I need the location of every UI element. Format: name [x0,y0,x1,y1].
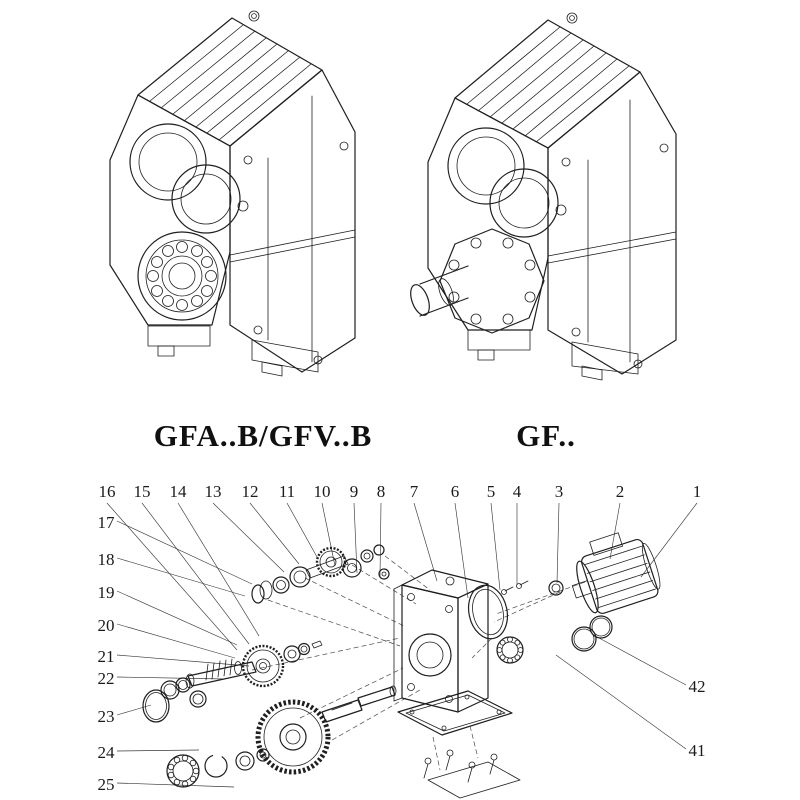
output-cluster [166,685,397,788]
part-number: 11 [279,482,295,501]
part-number: 12 [242,482,259,501]
part-number: 8 [377,482,386,501]
leader-lines-right [555,637,687,750]
part-number: 17 [98,513,116,532]
second-stage-cluster [142,640,323,723]
part-number: 18 [98,550,115,569]
part-number: 15 [134,482,151,501]
exploded-housing [393,569,489,713]
part-number: 4 [513,482,522,501]
exploded-motor [571,532,661,614]
input-side-parts [501,580,564,596]
part-number: 9 [350,482,359,501]
part-numbers-left: 17 18 19 20 21 22 23 24 25 [98,513,116,794]
exploded-view: 16 15 14 13 12 11 10 9 8 7 6 5 4 3 2 1 1… [98,482,706,799]
part-numbers-right: 42 41 [689,677,706,760]
part-number: 3 [555,482,564,501]
part-number: 13 [205,482,222,501]
part-number: 21 [98,647,115,666]
part-number: 5 [487,482,496,501]
bearing-and-rings [496,615,613,664]
part-number: 42 [689,677,706,696]
assembly-axis-lines [251,555,586,771]
part-number: 10 [314,482,331,501]
part-number: 25 [98,775,115,794]
leader-lines-left [116,520,253,788]
part-number: 2 [616,482,625,501]
cover-plate-and-bolts [397,690,521,799]
part-number: 16 [99,482,116,501]
output-flange [439,228,545,334]
bearing-boss [137,231,227,321]
part-number: 14 [170,482,188,501]
part-number: 41 [689,741,706,760]
part-number: 20 [98,616,115,635]
figure-left-label: GFA..B/GFV..B [154,418,373,453]
gearbox-left-drawing [109,10,356,377]
part-number: 23 [98,707,115,726]
intermediate-shaft-cluster [251,544,390,604]
filler-plug-icon [248,10,260,22]
part-numbers-top: 16 15 14 13 12 11 10 9 8 7 6 5 4 3 2 1 [99,482,702,501]
figure-right-label: GF.. [516,418,576,453]
leader-lines-top [106,502,698,651]
output-shaft [410,265,469,317]
part-number: 7 [410,482,419,501]
filler-plug-icon [566,12,578,24]
part-number: 22 [98,669,115,688]
part-number: 6 [451,482,460,501]
part-number: 19 [98,583,115,602]
gasket-ring [467,584,509,640]
part-number: 24 [98,743,116,762]
part-number: 1 [693,482,702,501]
gearbox-right-drawing [410,12,677,381]
